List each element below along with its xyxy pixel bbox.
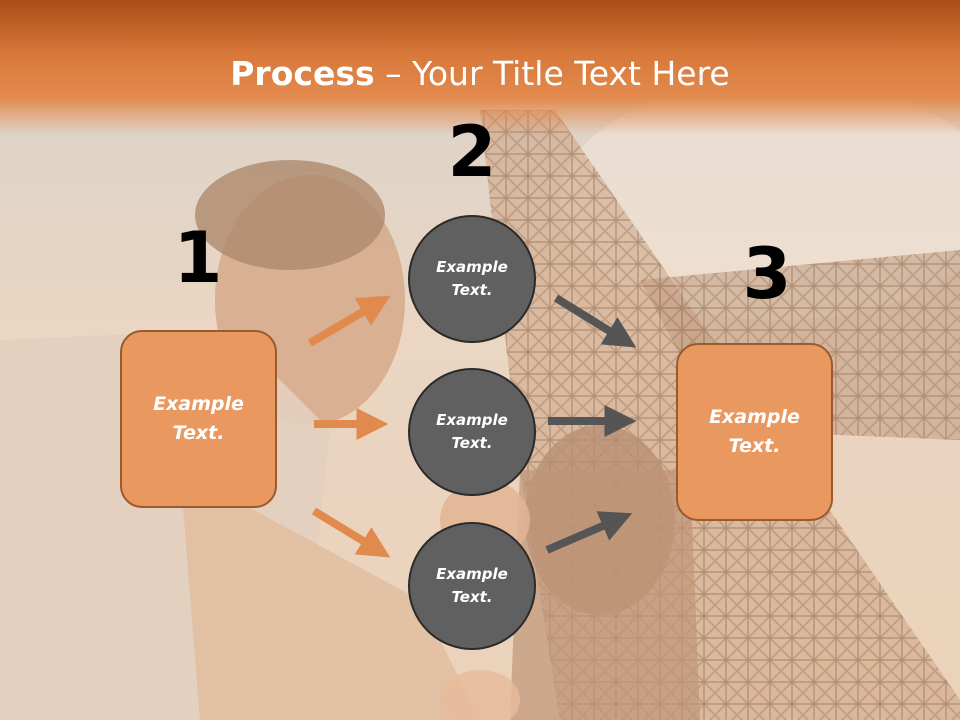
title-rest: – Your Title Text Here xyxy=(374,54,730,93)
step-number-2: 2 xyxy=(447,111,497,193)
step-2-circle-1-label: Example Text. xyxy=(436,258,508,299)
arrow-2-to-3-top xyxy=(553,294,637,348)
arrow-1-to-2-bottom xyxy=(311,507,391,558)
header-bar xyxy=(0,0,960,135)
title-bold: Process xyxy=(230,54,375,93)
slide-title: Process – Your Title Text Here xyxy=(0,52,960,96)
step-2-circle-1: Example Text. xyxy=(408,215,536,343)
step-2-circle-3: Example Text. xyxy=(408,522,536,650)
step-3-label: Example Text. xyxy=(709,406,800,457)
arrow-1-to-2-top xyxy=(307,295,391,347)
step-2-circle-2: Example Text. xyxy=(408,368,536,496)
step-1-box: Example Text. xyxy=(120,330,277,508)
step-number-3: 3 xyxy=(742,233,792,315)
step-3-box: Example Text. xyxy=(676,343,833,521)
arrow-2-to-3-bottom xyxy=(545,511,633,554)
step-2-circle-2-label: Example Text. xyxy=(436,411,508,452)
step-number-1: 1 xyxy=(173,217,223,299)
step-2-circle-3-label: Example Text. xyxy=(436,565,508,606)
step-1-label: Example Text. xyxy=(153,393,244,444)
